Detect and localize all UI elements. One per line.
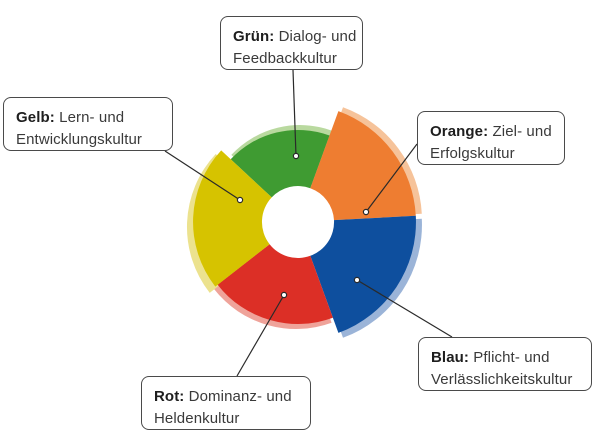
callout-orange-line2: Erfolgskultur [430, 145, 515, 162]
segment-orange [310, 111, 416, 221]
callout-gelb-line1: Lern- und [59, 109, 125, 126]
callout-blau-line2: Verlässlichkeitskultur [431, 371, 573, 388]
segment-gruen [230, 129, 330, 198]
callout-orange-line1: Ziel- und [492, 123, 552, 140]
connector-gruen-dot [292, 152, 300, 160]
callout-blau: Blau: Pflicht- und Verlässlichkeitskultu… [418, 337, 592, 391]
callout-gelb-line2: Entwicklungskultur [16, 131, 143, 148]
connector-gruen [292, 69, 297, 157]
connector-gelb [164, 150, 241, 201]
connector-gelb-dot [236, 196, 244, 204]
connector-rot-dot [280, 291, 288, 299]
segment-gelb [193, 150, 272, 287]
connector-blau-dot [353, 276, 361, 284]
callout-gelb: Gelb: Lern- und Entwicklungskultur [3, 97, 173, 151]
callout-blau-name: Blau: [431, 349, 469, 366]
callout-gruen: Grün: Dialog- und Feedbackkultur [220, 16, 363, 70]
callout-gruen-line1: Dialog- und [278, 28, 357, 45]
segment-layer [193, 111, 416, 333]
callout-gelb-name: Gelb: [16, 109, 55, 126]
connector-orange [365, 143, 418, 213]
connector-blau [356, 279, 453, 338]
callout-gruen-name: Grün: [233, 28, 275, 45]
callout-rot: Rot: Dominanz- und Heldenkultur [141, 376, 311, 430]
connector-orange-dot [362, 208, 370, 216]
connector-rot [236, 294, 285, 377]
callout-rot-line2: Heldenkultur [154, 410, 240, 427]
callout-orange-name: Orange: [430, 123, 489, 140]
callout-rot-line1: Dominanz- und [188, 388, 292, 405]
segment-blau [310, 215, 416, 333]
callout-gruen-line2: Feedbackkultur [233, 50, 337, 67]
connector-layer [164, 69, 453, 377]
segment-rot [217, 244, 333, 324]
callout-rot-name: Rot: [154, 388, 185, 405]
callout-blau-line1: Pflicht- und [473, 349, 550, 366]
callout-orange: Orange: Ziel- und Erfolgskultur [417, 111, 565, 165]
